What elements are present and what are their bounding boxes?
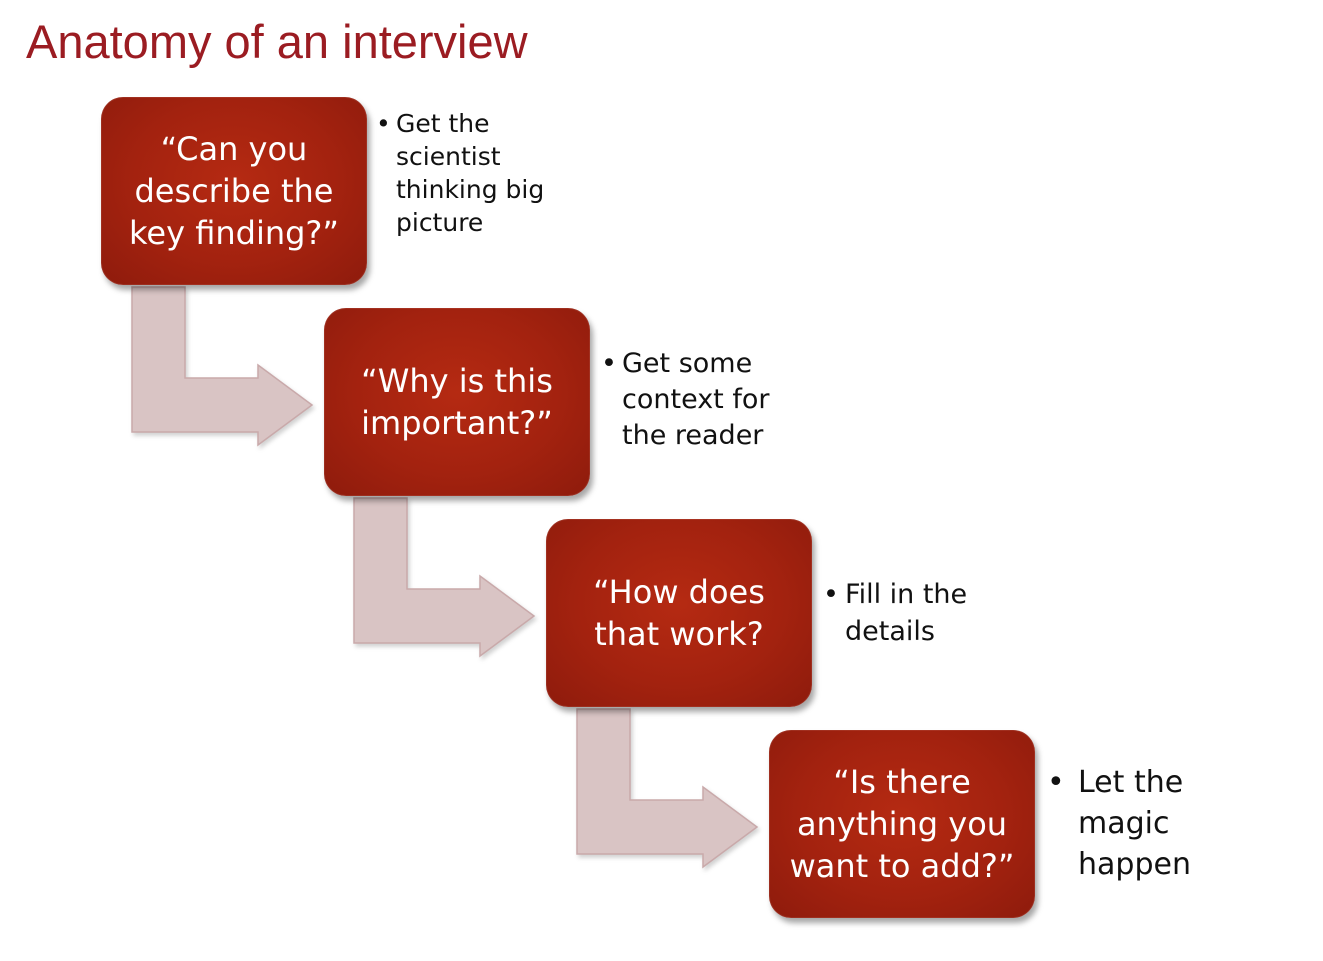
step-note-3: • Fill in the details bbox=[823, 576, 967, 650]
bullet-marker: • bbox=[601, 348, 617, 379]
step-note-text: Get the scientist thinking big picture bbox=[396, 109, 545, 237]
arrow-step1-to-step2 bbox=[131, 286, 314, 447]
step-question: “Is there anything you want to add?” bbox=[789, 763, 1015, 885]
step-note-4: • Let the magic happen bbox=[1047, 762, 1191, 885]
step-question: “How does that work? bbox=[593, 573, 765, 653]
arrow-step3-to-step4 bbox=[576, 708, 759, 869]
slide-title: Anatomy of an interview bbox=[26, 15, 528, 68]
bullet-marker: • bbox=[376, 109, 391, 138]
step-note-text: Fill in the details bbox=[845, 579, 968, 647]
step-note-1: • Get the scientist thinking big picture bbox=[376, 107, 544, 239]
step-box-key-finding: “Can you describe the key finding?” bbox=[101, 97, 367, 285]
step-box-anything-to-add: “Is there anything you want to add?” bbox=[769, 730, 1035, 918]
bullet-marker: • bbox=[1047, 765, 1065, 800]
step-question: “Can you describe the key finding?” bbox=[129, 130, 339, 252]
arrow-step2-to-step3 bbox=[353, 497, 536, 658]
step-note-text: Let the magic happen bbox=[1078, 765, 1191, 882]
bullet-marker: • bbox=[823, 579, 839, 610]
step-note-text: Get some context for the reader bbox=[622, 348, 770, 451]
step-note-2: • Get some context for the reader bbox=[601, 346, 769, 454]
step-box-how-it-works: “How does that work? bbox=[546, 519, 812, 707]
step-box-why-important: “Why is this important?” bbox=[324, 308, 590, 496]
step-question: “Why is this important?” bbox=[361, 362, 553, 442]
